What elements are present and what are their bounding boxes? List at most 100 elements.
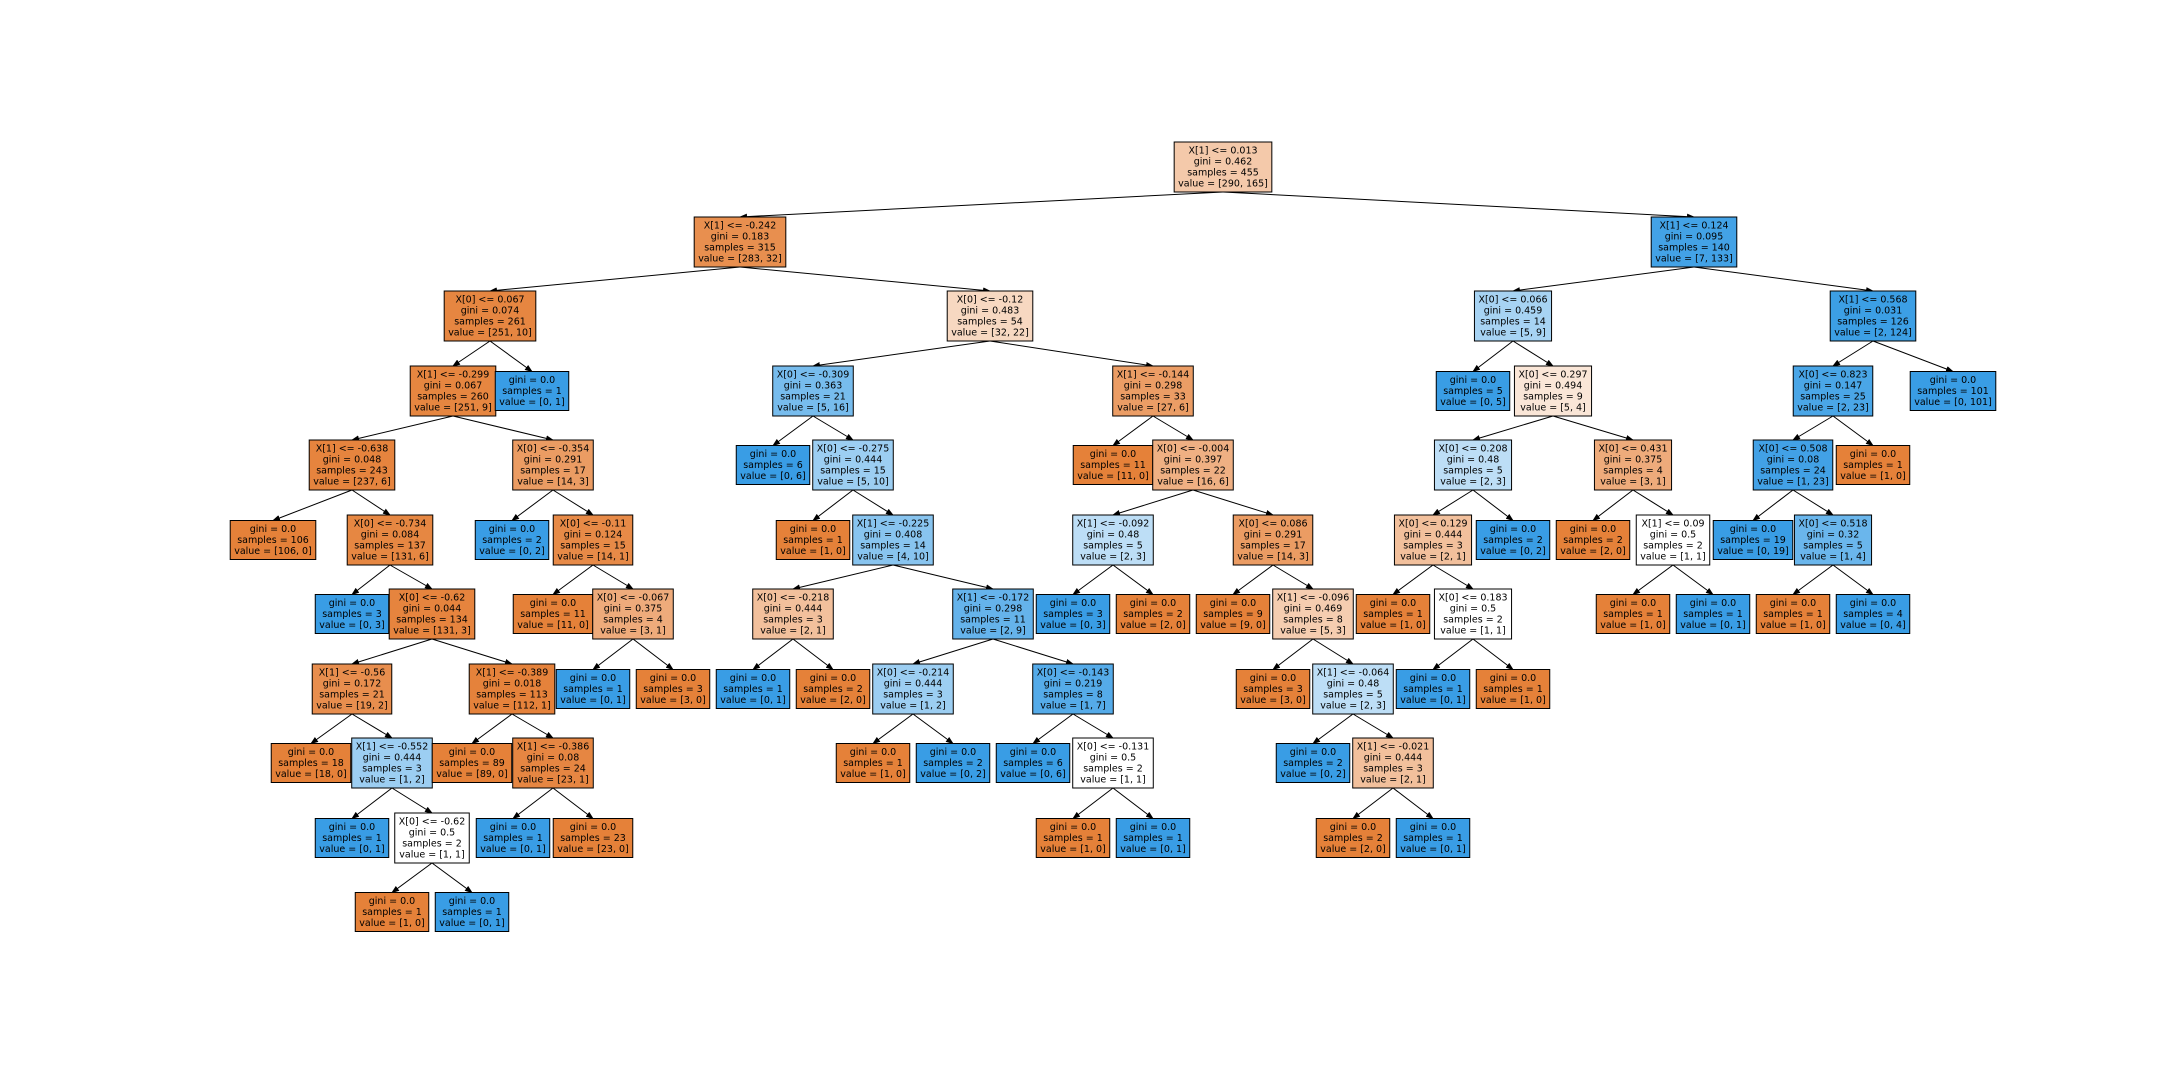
node-label-line: gini = 0.444: [1404, 530, 1463, 541]
node-label-line: samples = 455: [1187, 168, 1259, 179]
edges-layer: [272, 191, 1954, 894]
node-label-line: value = [4, 10]: [857, 552, 929, 563]
node-label-line: gini = 0.5: [1450, 604, 1496, 615]
node-label-line: value = [0, 3]: [1040, 620, 1106, 631]
tree-edge: [351, 787, 393, 820]
node-label-line: samples = 243: [316, 466, 388, 477]
node-label-line: gini = 0.0: [790, 524, 836, 535]
node-label-line: X[0] <= 0.067: [455, 295, 524, 306]
tree-edge: [1072, 564, 1114, 596]
node-label-line: X[0] <= -0.004: [1157, 444, 1230, 455]
node-label-line: X[0] <= 0.208: [1438, 444, 1507, 455]
tree-edge: [632, 638, 674, 671]
node-label-line: X[1] <= -0.096: [1277, 593, 1350, 604]
node-label-line: X[0] <= 0.086: [1238, 519, 1307, 530]
node-box: [394, 812, 470, 864]
node-label-line: value = [1, 7]: [1040, 701, 1106, 712]
node-label-line: value = [131, 6]: [351, 552, 429, 563]
node-label-line: samples = 1: [1843, 460, 1903, 471]
node-label-line: samples = 126: [1837, 317, 1909, 328]
node-label-line: value = [14, 1]: [557, 552, 629, 563]
node-label-line: samples = 1: [502, 386, 562, 397]
node-box: [494, 371, 570, 411]
node-label-line: gini = 0.124: [564, 530, 623, 541]
tree-edge: [1392, 787, 1434, 820]
node-label-line: gini = 0.0: [850, 747, 896, 758]
node-label-line: gini = 0.0: [449, 747, 495, 758]
tree-edge: [1872, 340, 1954, 372]
node-label-line: samples = 2: [923, 758, 983, 769]
node-label-line: value = [2, 1]: [1360, 775, 1426, 786]
node-label-line: gini = 0.183: [711, 232, 770, 243]
tree-edge: [992, 638, 1074, 665]
tree-edge: [1432, 489, 1474, 516]
node-box: [1173, 141, 1273, 193]
node-label-line: value = [0, 2]: [1480, 546, 1546, 557]
node-label-line: gini = 0.0: [530, 598, 576, 609]
node-box: [555, 669, 631, 709]
node-label-line: samples = 5: [1083, 541, 1143, 552]
node-label-line: gini = 0.0: [1930, 375, 1976, 386]
node-label-line: gini = 0.0: [730, 673, 776, 684]
node-label-line: gini = 0.494: [1524, 381, 1583, 392]
node-label-line: gini = 0.0: [1130, 598, 1176, 609]
node-label-line: value = [1, 0]: [1360, 620, 1426, 631]
node-label-line: samples = 11: [1080, 460, 1146, 471]
node-label-line: value = [1, 1]: [1640, 552, 1706, 563]
node-label-line: gini = 0.0: [650, 673, 696, 684]
tree-edge: [351, 638, 433, 665]
tree-edge: [1112, 415, 1154, 447]
node-label-line: X[1] <= 0.013: [1188, 146, 1257, 157]
tree-edge: [1032, 713, 1074, 745]
node-box: [1072, 514, 1154, 566]
tree-edge: [1312, 713, 1354, 745]
node-box: [1635, 514, 1711, 566]
tree-edge: [912, 638, 994, 665]
tree-edge: [912, 713, 954, 745]
tree-edge: [792, 564, 894, 591]
tree-edge: [1792, 489, 1834, 516]
node-label-line: samples = 4: [603, 615, 663, 626]
tree-edge: [1632, 564, 1674, 596]
node-label-line: gini = 0.444: [884, 679, 943, 690]
node-label-line: gini = 0.0: [1130, 822, 1176, 833]
node-box: [512, 594, 594, 634]
node-label-line: samples = 1: [322, 833, 382, 844]
node-label-line: X[0] <= -0.275: [817, 444, 890, 455]
node-label-line: gini = 0.444: [1364, 753, 1423, 764]
tree-edge: [1632, 489, 1674, 516]
node-label-line: samples = 3: [1043, 609, 1103, 620]
node-label-line: X[0] <= 0.066: [1478, 295, 1547, 306]
node-label-line: samples = 1: [563, 684, 623, 695]
node-label-line: X[0] <= -0.309: [777, 370, 850, 381]
node-label-line: gini = 0.147: [1804, 381, 1863, 392]
tree-edge: [872, 713, 914, 745]
node-label-line: samples = 8: [1283, 615, 1343, 626]
tree-edge: [310, 713, 353, 745]
node-box: [474, 520, 550, 560]
node-label-line: gini = 0.291: [524, 455, 583, 466]
node-box: [1115, 818, 1191, 858]
node-label-line: samples = 1: [1363, 609, 1423, 620]
node-label-line: samples = 106: [237, 535, 309, 546]
node-label-line: gini = 0.0: [1330, 822, 1376, 833]
tree-edge: [391, 862, 433, 894]
node-label-line: gini = 0.08: [527, 753, 579, 764]
node-box: [1352, 737, 1434, 789]
